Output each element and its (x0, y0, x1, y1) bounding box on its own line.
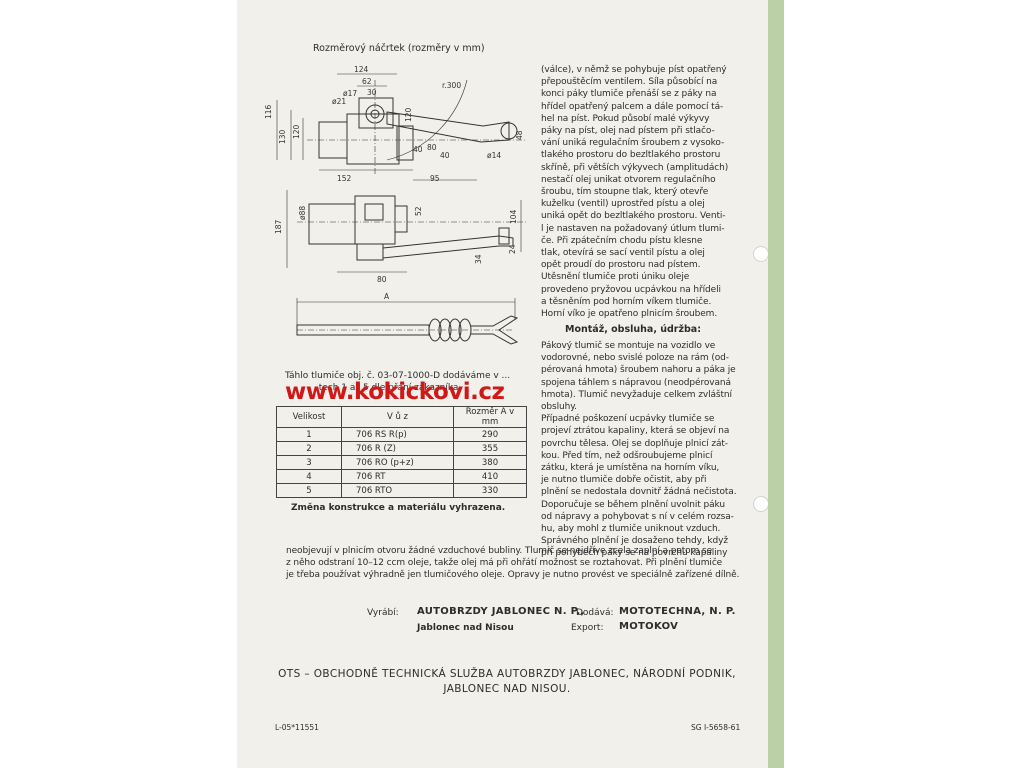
drawing-shape (438, 318, 452, 342)
manufacturer-label: Vyrábí: (367, 608, 399, 618)
dimension-label: 120 (404, 107, 413, 122)
drawing-shape (346, 113, 400, 165)
body-text-right: (válce), v němž se pohybuje píst opatřen… (541, 65, 729, 320)
dimension-label: A (384, 292, 390, 301)
dimension-label: 52 (414, 206, 423, 216)
table-cell: 706 RTO (341, 483, 454, 498)
table-cell: 410 (453, 469, 527, 484)
dimension-label: 95 (430, 174, 440, 183)
table-row: 1 706 RS R(p) 290 (276, 427, 527, 442)
body-text-right-2: Pákový tlumič se montuje na vozidlo ve v… (541, 341, 737, 559)
table-row: 3 706 RO (p+z) 380 (276, 455, 527, 470)
table-cell: 290 (453, 427, 527, 442)
drawing-shape (386, 79, 468, 161)
dimension-label: 187 (274, 219, 283, 234)
dimension-label: 124 (354, 65, 369, 74)
rod-caption: Táhlo tlumiče obj. č. 03-07-1000-D dodáv… (285, 371, 511, 394)
table-cell: 1 (276, 427, 342, 442)
next-page-edge (768, 0, 784, 768)
table-cell: 706 RO (p+z) (341, 455, 454, 470)
technical-drawings: 124 62 30 ø17 r.300 ø21 116 130 120 120 … (264, 65, 527, 345)
table-header: Velikost (276, 406, 342, 428)
dimension-label: 152 (337, 174, 352, 183)
dimension-label: ø21 (332, 97, 346, 106)
table-cell: 3 (276, 455, 342, 470)
dimension-label: 24 (508, 244, 517, 254)
dimension-label: ø17 (343, 89, 357, 98)
table-cell: 330 (453, 483, 527, 498)
dimension-label: 62 (362, 77, 372, 86)
table-cell: 706 R (Z) (341, 441, 454, 456)
punch-hole (753, 246, 768, 262)
supplier-name: MOTOTECHNA, N. P. (619, 606, 736, 617)
dimension-label: ø88 (298, 206, 307, 220)
export-label: Export: (571, 623, 604, 633)
ots-footer: OTS – OBCHODNĚ TECHNICKÁ SLUŽBA AUTOBRZD… (278, 668, 736, 695)
table-row: 4 706 RT 410 (276, 469, 527, 484)
dimension-label: ø14 (487, 151, 501, 160)
table-cell: 4 (276, 469, 342, 484)
drawing-shape (382, 235, 514, 259)
drawing-shape (356, 243, 384, 261)
dimension-label: 80 (377, 275, 387, 284)
table-header: V ů z (341, 406, 454, 428)
dimension-label: 30 (367, 88, 377, 97)
dimension-label: 116 (264, 104, 273, 119)
drawing-shape (308, 203, 356, 245)
dimension-label: r.300 (442, 81, 461, 90)
print-code-left: L-05*11551 (275, 723, 319, 732)
table-header: Rozměr A v mm (453, 406, 527, 428)
section-heading: Montáž, obsluha, údržba: (565, 324, 702, 335)
dimension-label: 40 (440, 151, 450, 160)
table-cell: 2 (276, 441, 342, 456)
table-cell: 706 RT (341, 469, 454, 484)
drawing-shape (458, 318, 472, 342)
drawing-shape (396, 125, 414, 161)
table-cell: 355 (453, 441, 527, 456)
dimension-label: 120 (292, 124, 301, 139)
drawing-shape (471, 315, 519, 345)
dimension-label: 48 (515, 130, 524, 140)
dimension-label: 130 (278, 129, 287, 144)
export-name: MOTOKOV (619, 621, 679, 632)
drawing-shape (448, 318, 462, 342)
drawing-shape (428, 318, 442, 342)
print-code-right: SG I-5658-61 (691, 723, 741, 732)
drawing-shape (500, 122, 518, 140)
drawing-shape (358, 97, 394, 129)
dimension-label: 34 (474, 254, 483, 264)
damper-side-view: ø88 187 52 104 34 24 80 (274, 190, 527, 284)
table-header-row: Velikost V ů z Rozměr A v mm (276, 406, 527, 428)
dimension-label: 104 (509, 209, 518, 224)
manufacturer-name: AUTOBRZDY JABLONEC N. P., (417, 606, 585, 617)
linkage-rod-drawing: A (296, 292, 519, 345)
punch-hole (753, 496, 768, 512)
watermark-text: www.kokickovi.cz (285, 379, 505, 405)
change-note: Změna konstrukce a materiálu vyhrazena. (291, 503, 506, 513)
size-table: Velikost V ů z Rozměr A v mm 1 706 RS R(… (276, 406, 527, 498)
table-row: 5 706 RTO 330 (276, 483, 527, 498)
table-cell: 706 RS R(p) (341, 427, 454, 442)
sketch-title: Rozměrový náčrtek (rozměry v mm) (313, 43, 485, 54)
damper-top-view: 124 62 30 ø17 r.300 ø21 116 130 120 120 … (264, 65, 527, 183)
table-row: 2 706 R (Z) 355 (276, 441, 527, 456)
dimension-label: 80 (427, 143, 437, 152)
supplier-label: Dodává: (576, 608, 614, 618)
table-cell: 380 (453, 455, 527, 470)
manufacturer-city: Jablonec nad Nisou (417, 623, 514, 633)
drawing-shape (498, 227, 510, 245)
drawing-shape (364, 203, 384, 221)
body-text-bottom: neobjevují v plnicím otvoru žádné vzduch… (286, 546, 740, 581)
table-cell: 5 (276, 483, 342, 498)
drawing-shape (394, 205, 408, 233)
document-page: Rozměrový náčrtek (rozměry v mm) 124 62 … (237, 0, 768, 768)
dimension-label: 40 (413, 145, 423, 154)
